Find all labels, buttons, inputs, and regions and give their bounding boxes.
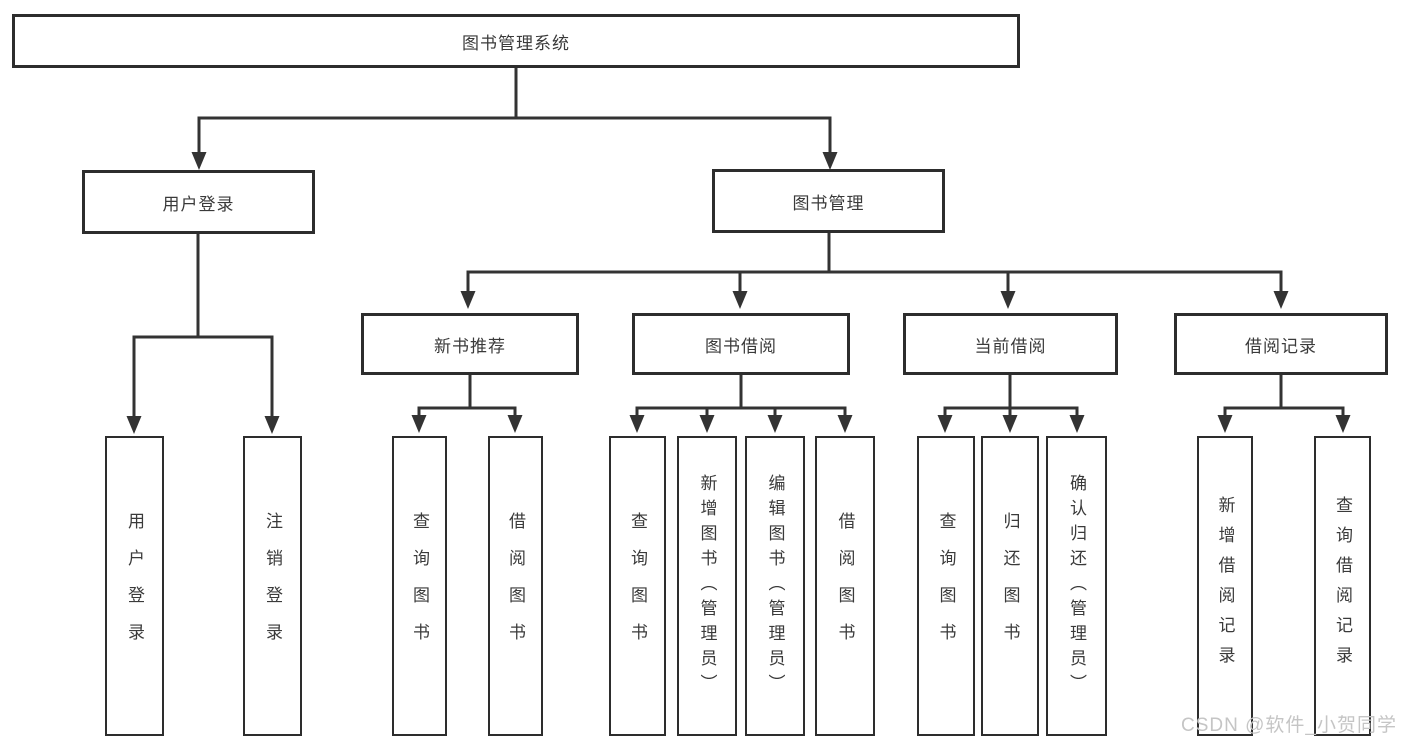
leaf-label: 编辑图书（管理员） [765,473,785,699]
node-label: 图书借阅 [705,336,777,356]
leaf-add-borrow-record: 新增借阅记录 [1197,436,1253,736]
leaf-confirm-return-admin: 确认归还（管理员） [1046,436,1107,736]
leaf-query-borrow-record: 查询借阅记录 [1314,436,1371,736]
node-label: 借阅记录 [1245,336,1317,356]
leaf-label: 归还图书 [1000,512,1020,660]
leaf-label: 查询图书 [936,512,956,660]
leaf-label: 新增借阅记录 [1215,496,1235,676]
leaf-query-books-1: 查询图书 [392,436,447,736]
leaf-label: 借阅图书 [835,512,855,660]
watermark: CSDN @软件_小贺同学 [1181,715,1397,736]
leaf-label: 注销登录 [263,512,282,660]
node-user-login: 用户登录 [82,170,315,234]
leaf-user-login: 用户登录 [105,436,164,736]
leaf-add-book-admin: 新增图书（管理员） [677,436,737,736]
node-current-borrow: 当前借阅 [903,313,1118,375]
leaf-query-books-3: 查询图书 [917,436,975,736]
leaf-query-books-2: 查询图书 [609,436,666,736]
leaf-label: 新增图书（管理员） [697,473,717,699]
leaf-edit-book-admin: 编辑图书（管理员） [745,436,805,736]
leaf-logout: 注销登录 [243,436,302,736]
leaf-borrow-books-2: 借阅图书 [815,436,875,736]
leaf-label: 用户登录 [125,512,144,660]
leaf-label: 查询图书 [628,512,647,660]
leaf-return-book: 归还图书 [981,436,1039,736]
leaf-borrow-books-1: 借阅图书 [488,436,543,736]
node-root: 图书管理系统 [12,14,1020,68]
node-book-borrow: 图书借阅 [632,313,850,375]
leaf-label: 查询借阅记录 [1333,496,1352,676]
node-label: 新书推荐 [434,336,506,356]
arrowhead-icons [126,152,1351,434]
leaf-label: 确认归还（管理员） [1067,473,1086,699]
node-label: 图书管理系统 [462,33,570,53]
node-new-book-recommend: 新书推荐 [361,313,579,375]
node-label: 当前借阅 [974,336,1047,356]
leaf-label: 借阅图书 [506,512,525,660]
node-label: 图书管理 [792,193,865,213]
node-borrow-records: 借阅记录 [1174,313,1388,375]
node-label: 用户登录 [162,194,235,214]
node-book-management: 图书管理 [712,169,945,233]
leaf-label: 查询图书 [410,512,429,660]
